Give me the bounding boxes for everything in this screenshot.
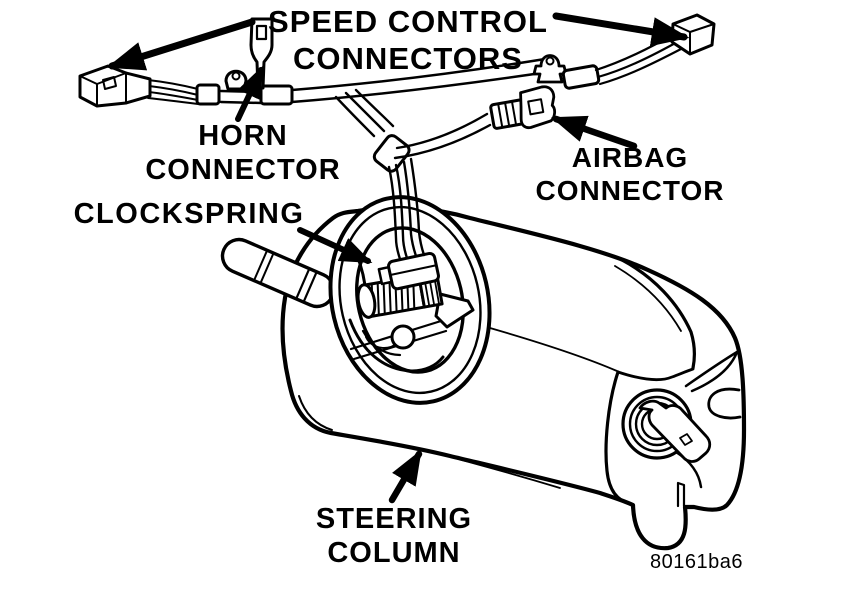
arrow-clockspring bbox=[297, 227, 373, 264]
arrow-airbag-connector bbox=[551, 115, 638, 150]
wiring-harness-drawing bbox=[78, 13, 716, 261]
speed-control-label-line1: SPEED CONTROL bbox=[268, 4, 548, 39]
clockspring-label-line1: CLOCKSPRING bbox=[73, 198, 305, 230]
callout-arrows bbox=[106, 12, 690, 504]
horn-label-line1: HORN bbox=[198, 120, 288, 152]
airbag-label-line1: AIRBAG bbox=[571, 142, 689, 173]
clockspring-label: CLOCKSPRING bbox=[74, 197, 305, 231]
airbag-connector-label: AIRBAG CONNECTOR bbox=[536, 141, 725, 207]
harness-clip-drawing bbox=[532, 54, 568, 84]
figure-code: 80161ba6 bbox=[650, 551, 743, 573]
horn-connector-label: HORN CONNECTOR bbox=[145, 119, 340, 187]
steering-column-label: STEERING COLUMN bbox=[316, 502, 472, 570]
steering-label-line2: COLUMN bbox=[327, 537, 461, 570]
speed-control-connector-left-drawing bbox=[78, 64, 152, 108]
arrow-speed-control-left bbox=[106, 18, 256, 71]
airbag-connector-drawing bbox=[489, 85, 557, 130]
arrow-speed-control-right bbox=[552, 12, 690, 47]
speed-control-label-line2: CONNECTORS bbox=[293, 40, 523, 76]
airbag-label-line2: CONNECTOR bbox=[535, 175, 725, 207]
arrow-steering-column bbox=[388, 449, 423, 504]
steering-label-line1: STEERING bbox=[315, 503, 473, 535]
clockspring-hub-drawing bbox=[348, 244, 475, 373]
ignition-key-drawing bbox=[638, 399, 712, 463]
horn-label-line2: CONNECTOR bbox=[145, 154, 341, 187]
ignition-lock-drawing bbox=[621, 388, 712, 463]
speed-control-connectors-label: SPEED CONTROL CONNECTORS bbox=[268, 4, 548, 77]
arrow-horn-connector bbox=[235, 65, 264, 122]
